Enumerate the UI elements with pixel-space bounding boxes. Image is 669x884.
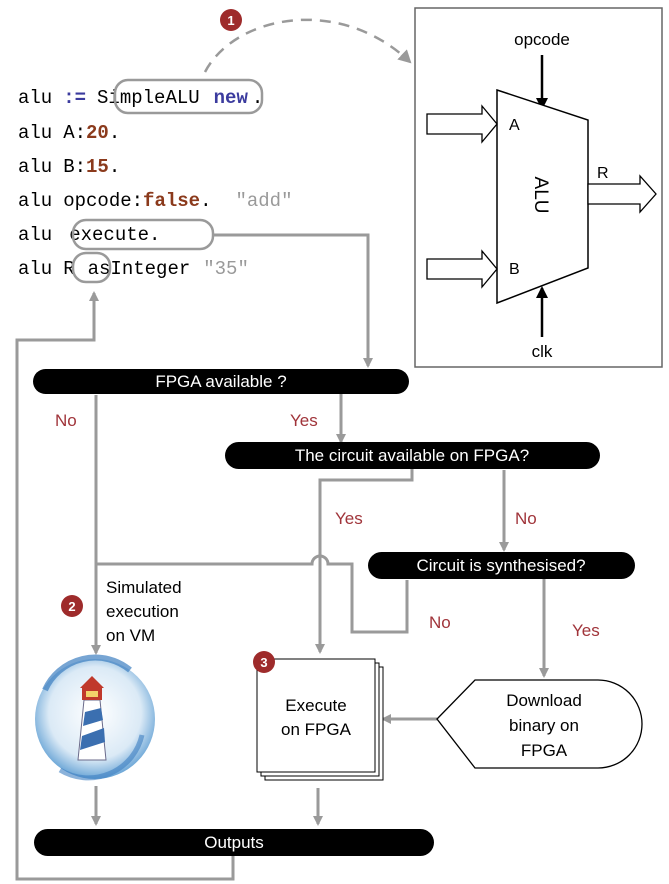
svg-text:Circuit is synthesised?: Circuit is synthesised?: [416, 556, 585, 575]
opcode-label: opcode: [514, 30, 570, 49]
badge-3: 3: [253, 651, 275, 673]
branch-labels: No Yes Yes No No Yes: [55, 411, 600, 640]
label-no-2: No: [515, 509, 537, 528]
label-yes-1: Yes: [290, 411, 318, 430]
output-r-label: R: [597, 165, 609, 182]
r-highlight: [71, 251, 112, 284]
label-no-3: No: [429, 613, 451, 632]
svg-text:FPGA: FPGA: [521, 741, 568, 760]
alu-shape: [496, 88, 589, 305]
output-r-arrow: [587, 174, 657, 214]
svg-text:Simulated: Simulated: [106, 578, 182, 597]
download-binary-box: Download binary on FPGA: [436, 679, 643, 769]
execute-to-fpga-arrow: [213, 233, 373, 368]
label-no-1: No: [55, 411, 77, 430]
svg-text:on FPGA: on FPGA: [281, 720, 352, 739]
decision-circuit-available: The circuit available on FPGA?: [225, 442, 600, 469]
input-b-arrow: [426, 249, 498, 289]
badge-1: 1: [220, 9, 242, 31]
svg-text:3: 3: [260, 655, 267, 670]
yes-to-execute-arrow: [315, 468, 414, 654]
vm-lighthouse-logo: [35, 654, 155, 781]
svg-text:Execute: Execute: [285, 696, 346, 715]
label-yes-2: Yes: [335, 509, 363, 528]
badge-2: 2: [61, 595, 83, 617]
alu-box: opcode ALU A B R clk: [414, 7, 663, 368]
input-a-arrow: [426, 104, 498, 144]
svg-text:The circuit available on FPGA?: The circuit available on FPGA?: [295, 446, 529, 465]
alu-title: ALU: [530, 177, 551, 214]
svg-text:2: 2: [68, 599, 75, 614]
clk-label: clk: [532, 342, 553, 361]
decision-fpga-available: FPGA available ?: [33, 369, 409, 394]
input-b-label: B: [509, 261, 520, 278]
execute-on-fpga-box: Execute on FPGA: [256, 658, 384, 781]
input-a-label: A: [509, 117, 520, 134]
svg-text:execution: execution: [106, 602, 179, 621]
outputs-bar: Outputs: [34, 829, 434, 856]
svg-text:1: 1: [227, 13, 234, 28]
outputs-feedback-arrow: [15, 291, 235, 881]
decision-synthesised: Circuit is synthesised?: [368, 552, 635, 579]
svg-text:Download: Download: [506, 691, 582, 710]
dashed-link-arrow: [203, 18, 412, 73]
no-loop-line: [94, 395, 409, 634]
svg-text:Outputs: Outputs: [204, 833, 264, 852]
svg-text:FPGA available ?: FPGA available ?: [155, 372, 286, 391]
label-yes-3: Yes: [572, 621, 600, 640]
connector-lines: [15, 233, 549, 881]
svg-text:binary on: binary on: [509, 716, 579, 735]
svg-text:on VM: on VM: [106, 626, 155, 645]
simulated-execution-text: Simulated execution on VM: [106, 578, 182, 645]
simplealu-highlight: [113, 78, 264, 115]
